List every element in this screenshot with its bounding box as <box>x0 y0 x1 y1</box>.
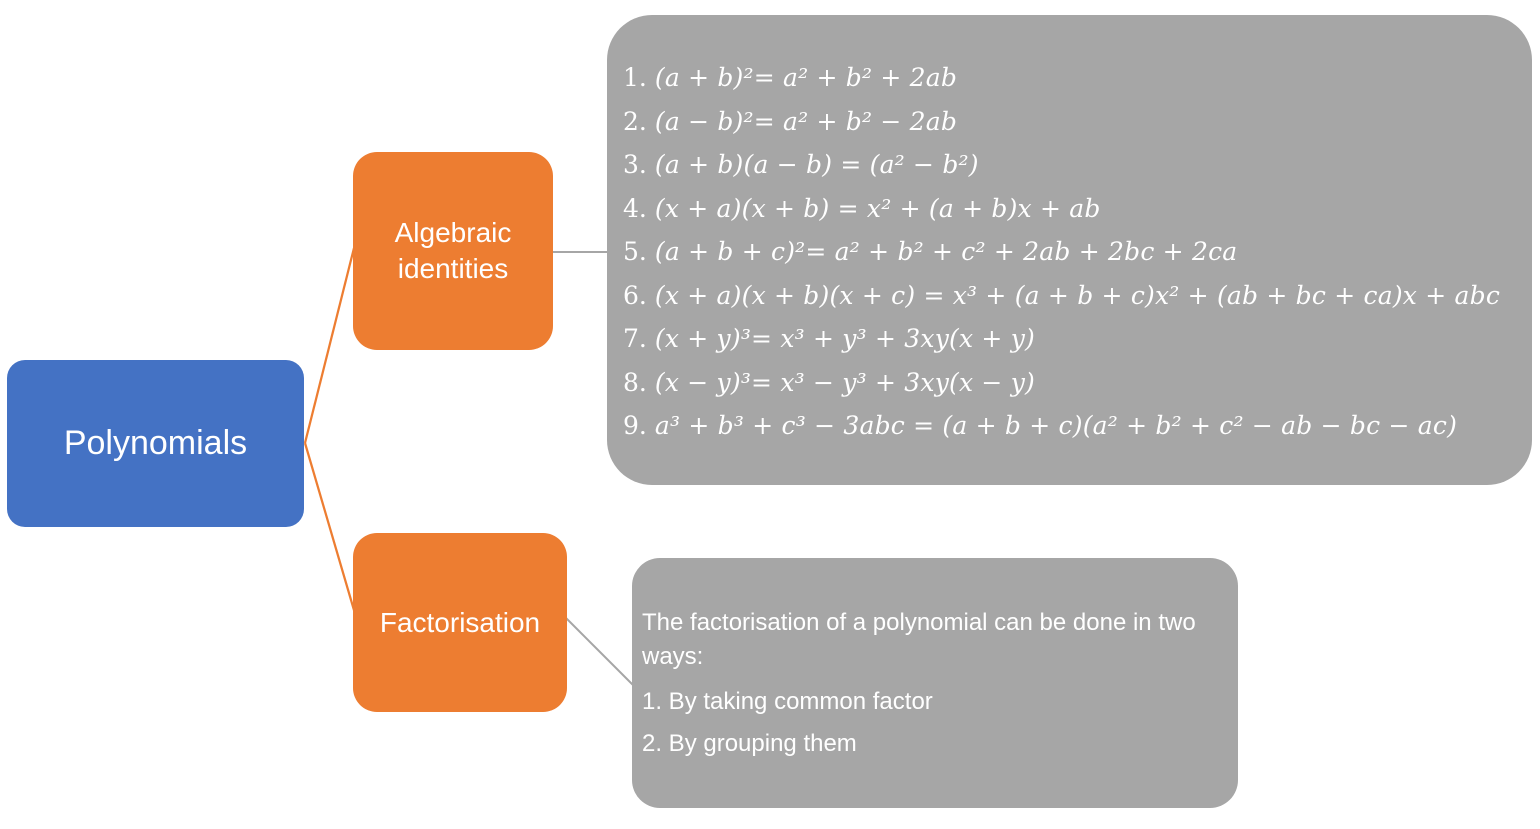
identity-row: 2.(a − b)²= a² + b² − 2ab <box>623 100 1518 144</box>
algebraic-identities-label: Algebraic identities <box>394 216 512 284</box>
identity-number: 5. <box>623 237 647 266</box>
identity-formula: (x + y)³= x³ + y³ + 3xy(x + y) <box>654 324 1035 353</box>
way-item: 2. By grouping them <box>642 730 857 757</box>
factorisation-intro: The factorisation of a polynomial can be… <box>642 609 1196 670</box>
identity-row: 8.(x − y)³= x³ − y³ + 3xy(x − y) <box>623 361 1518 405</box>
identity-row: 3.(a + b)(a − b) = (a² − b²) <box>623 143 1518 187</box>
identity-number: 8. <box>623 367 647 397</box>
identities-panel: 1.(a + b)²= a² + b² + 2ab 2.(a − b)²= a²… <box>607 15 1532 485</box>
identity-formula: (x + a)(x + b) = x² + (a + b)x + ab <box>654 193 1101 223</box>
identity-number: 9. <box>623 411 647 440</box>
identity-row: 5.(a + b + c)²= a² + b² + c² + 2ab + 2bc… <box>623 230 1518 274</box>
factorisation-node: Factorisation <box>353 533 567 712</box>
identity-formula: (a − b)²= a² + b² − 2ab <box>654 106 958 136</box>
identity-formula: a³ + b³ + c³ − 3abc = (a + b + c)(a² + b… <box>654 411 1458 440</box>
identity-formula: (a + b)(a − b) = (a² − b²) <box>654 150 979 179</box>
identity-number: 4. <box>623 193 647 223</box>
factorisation-panel: The factorisation of a polynomial can be… <box>632 558 1238 808</box>
identity-row: 4.(x + a)(x + b) = x² + (a + b)x + ab <box>623 187 1518 231</box>
identity-formula: (a + b)²= a² + b² + 2ab <box>654 63 958 92</box>
identity-row: 9.a³ + b³ + c³ − 3abc = (a + b + c)(a² +… <box>623 404 1518 448</box>
polynomials-root-node: Polynomials <box>7 360 304 527</box>
identity-number: 7. <box>623 324 647 353</box>
identity-number: 6. <box>623 280 647 310</box>
factorisation-label: Factorisation <box>379 606 541 638</box>
algebraic-identities-node: Algebraic identities <box>353 152 553 350</box>
connector-root-to-identities <box>303 247 356 444</box>
identity-number: 3. <box>623 150 647 179</box>
identity-formula: (x − y)³= x³ − y³ + 3xy(x − y) <box>654 367 1035 397</box>
identity-number: 2. <box>623 106 647 136</box>
connector-root-to-factorisation <box>303 442 358 618</box>
connector-factorisation-to-panel <box>565 617 634 686</box>
identity-row: 7.(x + y)³= x³ + y³ + 3xy(x + y) <box>623 317 1518 361</box>
factorisation-ways-list: 1. By taking common factor 2. By groupin… <box>642 686 1224 760</box>
identity-row: 6.(x + a)(x + b)(x + c) = x³ + (a + b + … <box>623 274 1518 318</box>
identity-number: 1. <box>623 63 647 92</box>
identity-formula: (a + b + c)²= a² + b² + c² + 2ab + 2bc +… <box>654 237 1238 266</box>
way-item: 1. By taking common factor <box>642 688 933 715</box>
polynomials-label: Polynomials <box>63 424 248 462</box>
identity-row: 1.(a + b)²= a² + b² + 2ab <box>623 56 1518 100</box>
identity-formula: (x + a)(x + b)(x + c) = x³ + (a + b + c)… <box>654 280 1501 310</box>
